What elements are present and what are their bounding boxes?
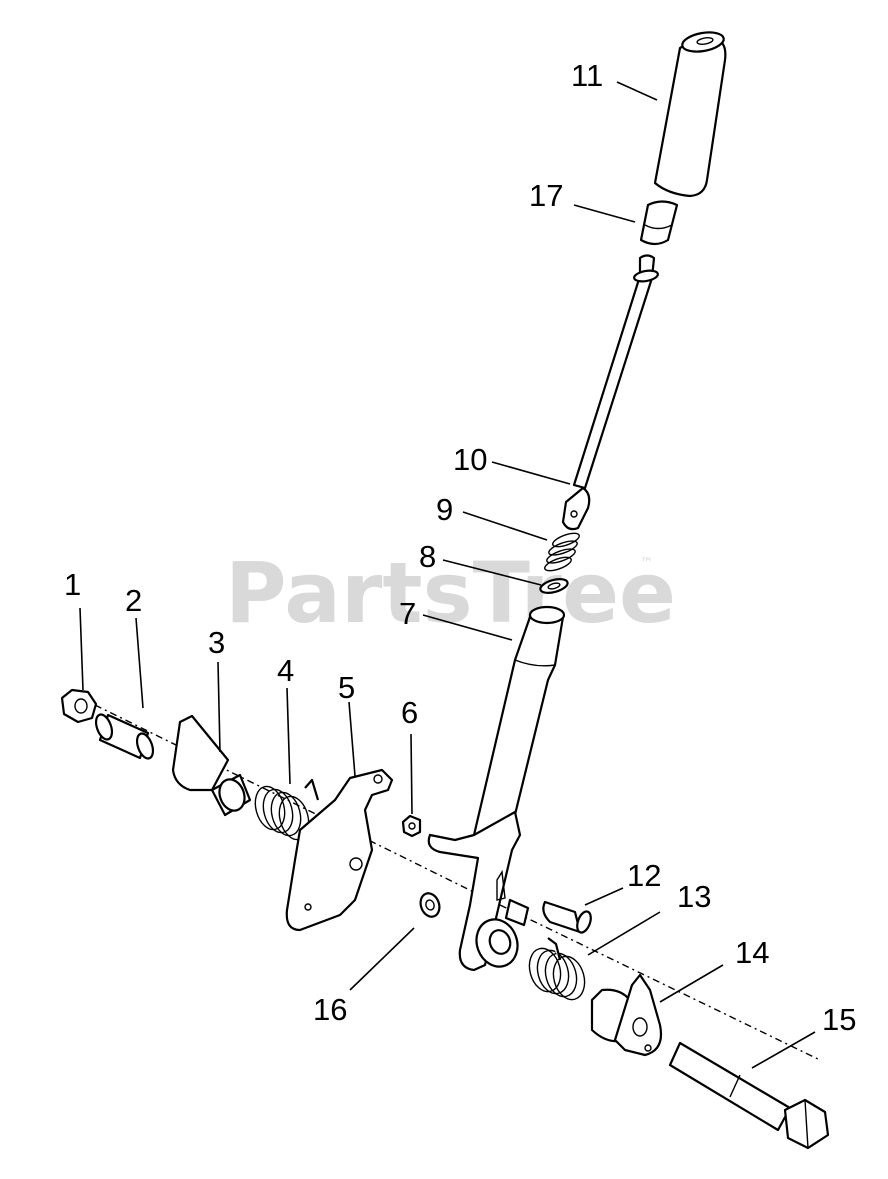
part-9-spring <box>544 532 580 572</box>
watermark-trademark: ™ <box>640 556 653 571</box>
callout-7: 7 <box>399 596 416 631</box>
watermark-text: PartsTree <box>225 544 676 642</box>
callout-11: 11 <box>571 58 603 93</box>
callout-8: 8 <box>419 539 436 574</box>
callout-17: 17 <box>529 178 563 213</box>
callout-3: 3 <box>208 625 225 660</box>
callout-10: 10 <box>453 442 487 477</box>
leader-lines <box>79 81 816 1069</box>
callout-4: 4 <box>277 653 294 688</box>
part-8-washer <box>539 578 569 594</box>
callout-13: 13 <box>677 879 711 914</box>
part-16-washer <box>419 892 441 918</box>
callout-labels: 11 17 10 9 8 7 1 2 3 4 5 6 12 13 14 15 1… <box>64 58 856 1037</box>
callout-5: 5 <box>338 670 355 705</box>
part-7-shift-lever <box>427 605 566 972</box>
part-15-bolt <box>668 1041 830 1150</box>
callout-6: 6 <box>401 695 418 730</box>
part-12-pin <box>542 900 592 934</box>
callout-14: 14 <box>735 935 769 970</box>
callout-12: 12 <box>627 858 661 893</box>
callout-9: 9 <box>436 492 453 527</box>
part-14-bracket-arm <box>590 973 663 1057</box>
callout-2: 2 <box>125 583 142 618</box>
part-10-shift-rod <box>561 254 659 531</box>
part-6-small-nut <box>401 814 422 838</box>
callout-1: 1 <box>64 567 81 602</box>
part-lever-bushing <box>475 918 519 968</box>
part-1-nut <box>60 688 98 724</box>
part-11-handle-grip <box>653 31 727 198</box>
part-13-torsion-spring <box>528 937 586 1001</box>
part-5-plate <box>285 768 394 932</box>
callout-15: 15 <box>822 1002 856 1037</box>
part-3-actuator-arm <box>171 714 252 817</box>
part-17-grip-insert <box>639 200 679 246</box>
part-2-spacer <box>94 713 155 760</box>
callout-16: 16 <box>313 992 347 1027</box>
part-bracket-pin <box>504 898 530 927</box>
